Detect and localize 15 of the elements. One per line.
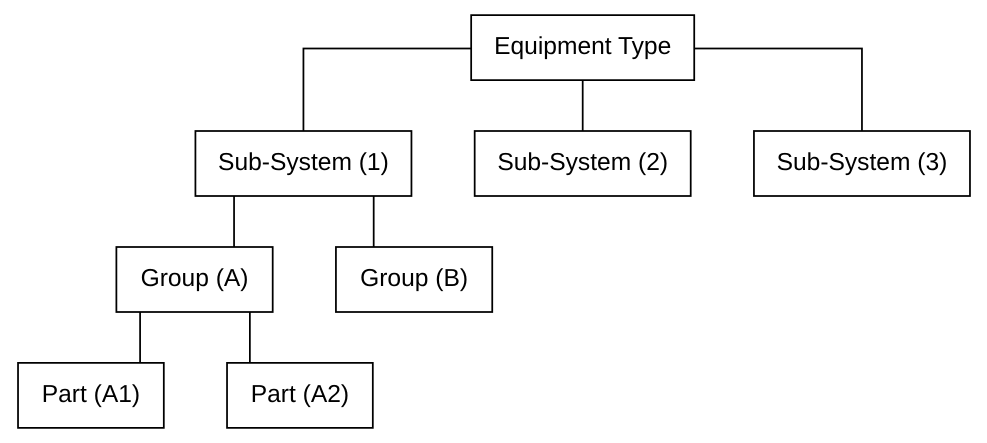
connector bbox=[694, 48, 862, 131]
node-box: Sub-System (2) bbox=[473, 130, 692, 197]
node-box: Equipment Type bbox=[470, 14, 695, 81]
node-box: Group (A) bbox=[115, 246, 274, 313]
connector bbox=[248, 312, 250, 363]
connector bbox=[138, 312, 140, 363]
connector bbox=[581, 80, 584, 131]
connector bbox=[302, 48, 470, 131]
node-box: Sub-System (1) bbox=[194, 130, 412, 197]
node-box: Group (B) bbox=[334, 246, 493, 313]
connector bbox=[232, 196, 234, 247]
node-box: Part (A1) bbox=[16, 362, 164, 429]
connector bbox=[372, 196, 374, 247]
node-box: Sub-System (3) bbox=[752, 130, 970, 197]
node-box: Part (A2) bbox=[226, 362, 374, 429]
